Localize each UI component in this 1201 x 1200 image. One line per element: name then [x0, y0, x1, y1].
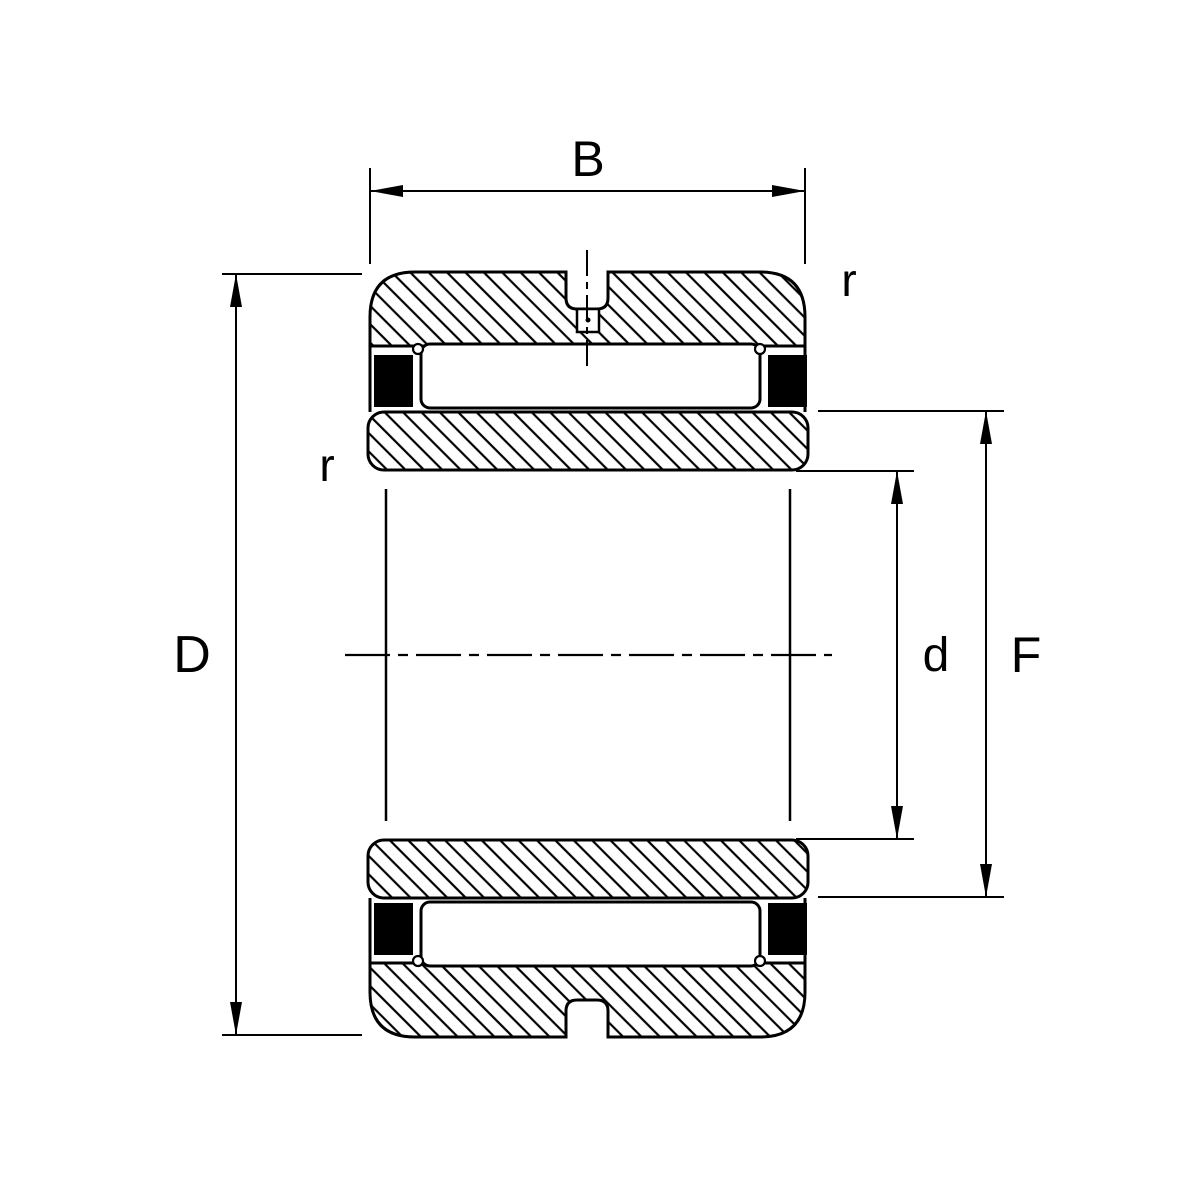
radius-label-inner: r: [319, 439, 334, 491]
seal-bottom-left: [374, 903, 413, 955]
inner-ring-top-section: [366, 410, 810, 472]
needle-roller-top: [419, 342, 762, 410]
dim-label-D: D: [173, 626, 211, 684]
seal-top-right: [768, 355, 807, 407]
dimension-B: [369, 168, 806, 264]
dim-d-arrow-bottom: [891, 806, 903, 839]
cage-pin-top-left: [411, 342, 425, 356]
dim-B-arrow-left: [370, 185, 403, 197]
centerlines: [345, 250, 832, 657]
dim-label-F: F: [1011, 627, 1042, 683]
dim-B-arrow-right: [772, 185, 805, 197]
dimension-d: [796, 470, 914, 840]
dim-label-d: d: [923, 629, 950, 682]
cage-pins: [411, 342, 767, 968]
dim-D-arrow-bottom: [230, 1002, 242, 1035]
cage-pin-bottom-right: [753, 954, 767, 968]
radius-label-outer: r: [841, 254, 856, 306]
seals: [374, 355, 807, 955]
dim-label-B: B: [571, 131, 604, 187]
seal-top-left: [374, 355, 413, 407]
dimension-F: [818, 410, 1004, 898]
outer-ring-bottom-section: [368, 961, 807, 1039]
seal-bottom-right: [768, 903, 807, 955]
dimension-D: [222, 273, 362, 1036]
dim-F-arrow-bottom: [980, 864, 992, 897]
needle-roller-bottom: [419, 900, 762, 968]
cage-pin-bottom-left: [411, 954, 425, 968]
cage-pin-top-right: [753, 342, 767, 356]
dim-d-arrow-top: [891, 471, 903, 504]
inner-ring-bottom-section: [366, 838, 810, 900]
dim-F-arrow-top: [980, 411, 992, 444]
dim-D-arrow-top: [230, 274, 242, 307]
